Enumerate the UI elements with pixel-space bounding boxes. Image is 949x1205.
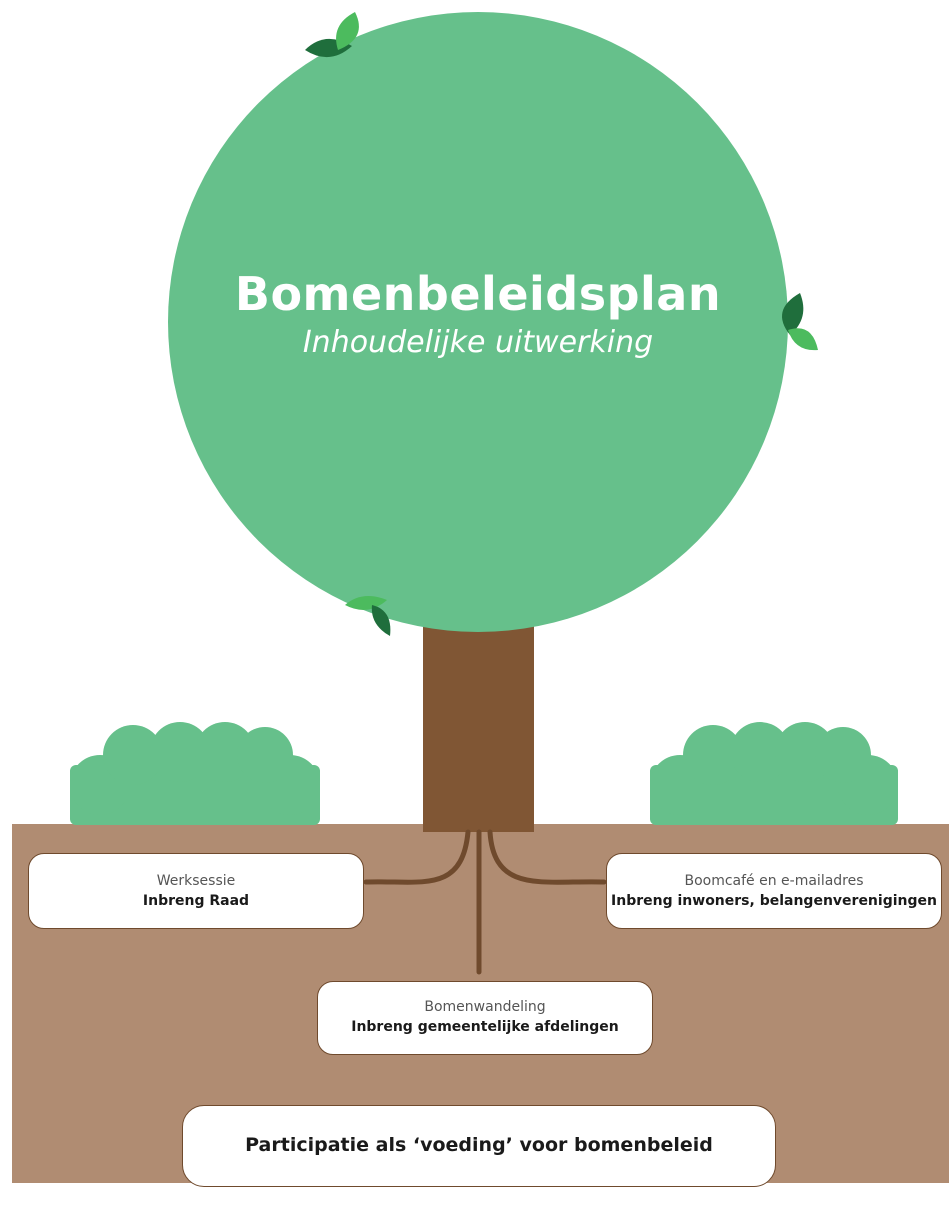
tree-canopy bbox=[168, 12, 788, 632]
root-box-value: Inbreng inwoners, belangenverenigingen bbox=[611, 893, 937, 909]
leaf-cluster-right bbox=[782, 293, 818, 351]
root-box-label: Werksessie bbox=[156, 873, 236, 889]
footer-text: Participatie als ‘voeding’ voor bomenbel… bbox=[245, 1134, 713, 1156]
canopy-text: Bomenbeleidsplan Inhoudelijke uitwerking bbox=[168, 265, 788, 363]
leaf-icon bbox=[782, 293, 804, 335]
leaf-cluster-top-left bbox=[305, 12, 359, 58]
diagram-title: Bomenbeleidsplan bbox=[234, 267, 722, 321]
root-box-boomcafe: Boomcafé en e-mailadres Inbreng inwoners… bbox=[606, 853, 942, 929]
root-box-label: Bomenwandeling bbox=[424, 999, 546, 1015]
root-box-bomenwandeling: Bomenwandeling Inbreng gemeentelijke afd… bbox=[317, 981, 653, 1055]
root-box-werksessie: Werksessie Inbreng Raad bbox=[28, 853, 364, 929]
leaf-icon bbox=[336, 12, 359, 50]
root-right bbox=[487, 829, 607, 885]
footer-box: Participatie als ‘voeding’ voor bomenbel… bbox=[182, 1105, 776, 1187]
left-bush bbox=[70, 722, 320, 825]
roots bbox=[363, 829, 607, 975]
root-box-value: Inbreng gemeentelijke afdelingen bbox=[351, 1019, 619, 1035]
root-box-label: Boomcafé en e-mailadres bbox=[684, 873, 864, 889]
root-box-value: Inbreng Raad bbox=[142, 893, 250, 909]
root-left bbox=[363, 829, 471, 885]
diagram-subtitle: Inhoudelijke uitwerking bbox=[302, 325, 654, 360]
tree-trunk bbox=[423, 600, 534, 832]
leaf-icon bbox=[371, 605, 391, 636]
right-bush bbox=[650, 722, 898, 825]
leaf-icon bbox=[788, 328, 818, 351]
leaf-cluster-bottom bbox=[345, 596, 391, 636]
